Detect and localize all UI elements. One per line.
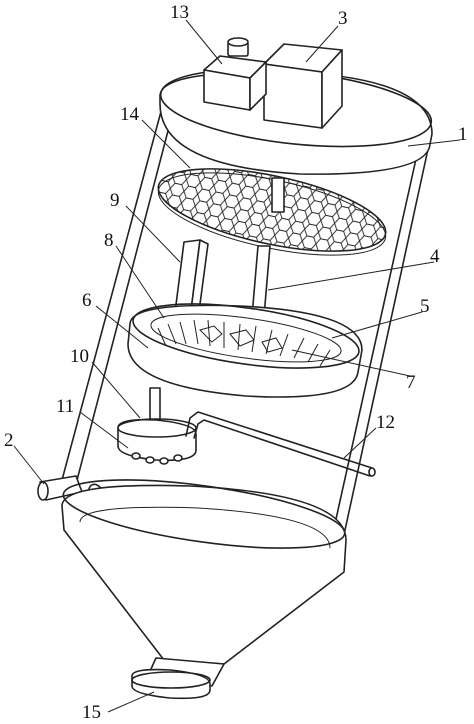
- label-14: 14: [120, 104, 140, 125]
- hub-10: [117, 387, 197, 465]
- leader-lines: [13, 19, 461, 713]
- label-13: 13: [170, 2, 189, 23]
- label-10: 10: [70, 346, 89, 367]
- outlet-15: [131, 657, 225, 700]
- label-2: 2: [4, 430, 14, 451]
- label-11: 11: [56, 396, 74, 417]
- label-9: 9: [110, 190, 120, 211]
- label-1: 1: [458, 124, 468, 145]
- label-15: 15: [82, 702, 101, 723]
- gear-teeth-7: [157, 319, 331, 367]
- feed-pipe-12: [185, 411, 376, 477]
- label-4: 4: [430, 246, 440, 267]
- part-labels: 13 3 1 14 9 8 4 5 6 7 10 11 12 2 15: [4, 2, 468, 723]
- nozzles-11: [131, 452, 183, 465]
- inlet-box-13: [203, 37, 267, 111]
- label-3: 3: [338, 8, 348, 29]
- label-6: 6: [82, 290, 92, 311]
- label-7: 7: [406, 372, 416, 393]
- label-5: 5: [420, 296, 430, 317]
- motor-box-3: [263, 43, 343, 129]
- grinding-ring-6: [127, 303, 363, 398]
- cone-hopper: [61, 479, 347, 665]
- label-8: 8: [104, 230, 114, 251]
- label-12: 12: [376, 412, 395, 433]
